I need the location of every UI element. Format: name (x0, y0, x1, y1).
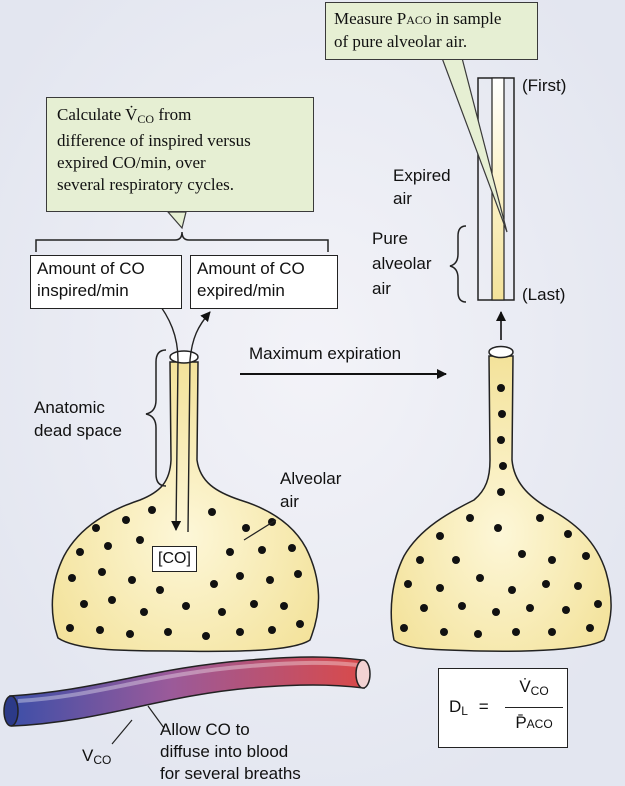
inspired-box-line2: inspired/min (37, 281, 129, 300)
left-callout-line1-suffix: from (154, 105, 192, 124)
vco-pointer (111, 719, 133, 745)
expired-air-label-1: Expired (393, 166, 451, 185)
alveolar-air-label-1: Alveolar (280, 469, 342, 488)
diffuse-label-2: diffuse into blood (160, 742, 289, 761)
anatomic-label-1: Anatomic (34, 398, 105, 417)
pure-air-label-3: air (372, 279, 391, 298)
pure-air-brace (449, 225, 467, 303)
top-callout-line1-prefix: Measure P (334, 9, 407, 28)
alveolar-air-pointer (243, 519, 277, 541)
co-concentration-box: [CO] (152, 546, 197, 572)
left-callout-line4: several respiratory cycles. (57, 175, 234, 194)
expired-box-line2: expired/min (197, 281, 285, 300)
expired-box-line1: Amount of CO (197, 259, 305, 278)
left-callout: Calculate V̇CO from difference of inspir… (46, 97, 314, 212)
formula-denominator-main: P̄ (515, 713, 527, 732)
right-alveolus (390, 355, 612, 652)
diffuse-label-1: Allow CO to (160, 720, 250, 739)
inspired-box: Amount of CO inspired/min (30, 255, 182, 309)
formula-fraction-bar (505, 707, 563, 708)
left-co-particles (66, 506, 304, 640)
last-label: (Last) (522, 285, 566, 304)
formula-numerator: V̇CO (507, 677, 561, 698)
formula-numerator-sub: CO (530, 684, 549, 698)
dead-space-brace (145, 349, 167, 487)
vessel-end-left (3, 695, 19, 727)
left-callout-line1-prefix: Calculate V̇ (57, 105, 138, 124)
formula-denominator: P̄ACO (505, 713, 563, 733)
vco-label-main: V (82, 746, 94, 765)
right-co-particles (400, 384, 602, 638)
alveolar-air-label-2: air (280, 492, 299, 511)
formula-equals: = (478, 697, 489, 716)
left-alveolus (51, 361, 320, 653)
vco-label-sub: CO (93, 753, 112, 767)
max-expiration-label: Maximum expiration (249, 344, 402, 363)
right-trachea-opening (488, 345, 514, 359)
left-trachea-opening (169, 350, 199, 364)
expired-box: Amount of CO expired/min (190, 255, 338, 309)
first-label: (First) (522, 76, 567, 95)
top-callout-line1-sub: ACO (406, 13, 432, 27)
formula-numerator-main: V̇ (519, 677, 531, 696)
expired-flow-arrow (187, 311, 211, 533)
left-callout-line1-sub: CO (137, 112, 155, 126)
calculation-bracket (35, 231, 329, 252)
top-callout-line2: of pure alveolar air. (334, 32, 468, 51)
inspired-box-line1: Amount of CO (37, 259, 145, 278)
formula-denominator-sub: ACO (526, 717, 553, 731)
pure-air-label-1: Pure (372, 229, 408, 248)
top-callout: Measure PACO in sample of pure alveolar … (325, 2, 538, 60)
vessel-end-right (355, 659, 371, 689)
vco-label: VCO (82, 744, 111, 772)
diffuse-pointer (147, 705, 165, 729)
expired-air-label-2: air (393, 189, 412, 208)
top-callout-line1-suffix: in sample (431, 9, 502, 28)
diffusing-capacity-formula: DL = V̇CO P̄ACO (438, 668, 568, 748)
formula-lhs-main: D (449, 697, 462, 716)
formula-lhs: DL = (449, 697, 489, 718)
left-callout-line2: difference of inspired versus (57, 131, 251, 150)
left-callout-line3: expired CO/min, over (57, 153, 206, 172)
anatomic-label-2: dead space (34, 421, 122, 440)
pure-air-label-2: alveolar (372, 254, 432, 273)
left-callout-pointer (166, 211, 187, 230)
diffuse-label-3: for several breaths (160, 764, 301, 783)
formula-lhs-sub: L (461, 704, 468, 718)
